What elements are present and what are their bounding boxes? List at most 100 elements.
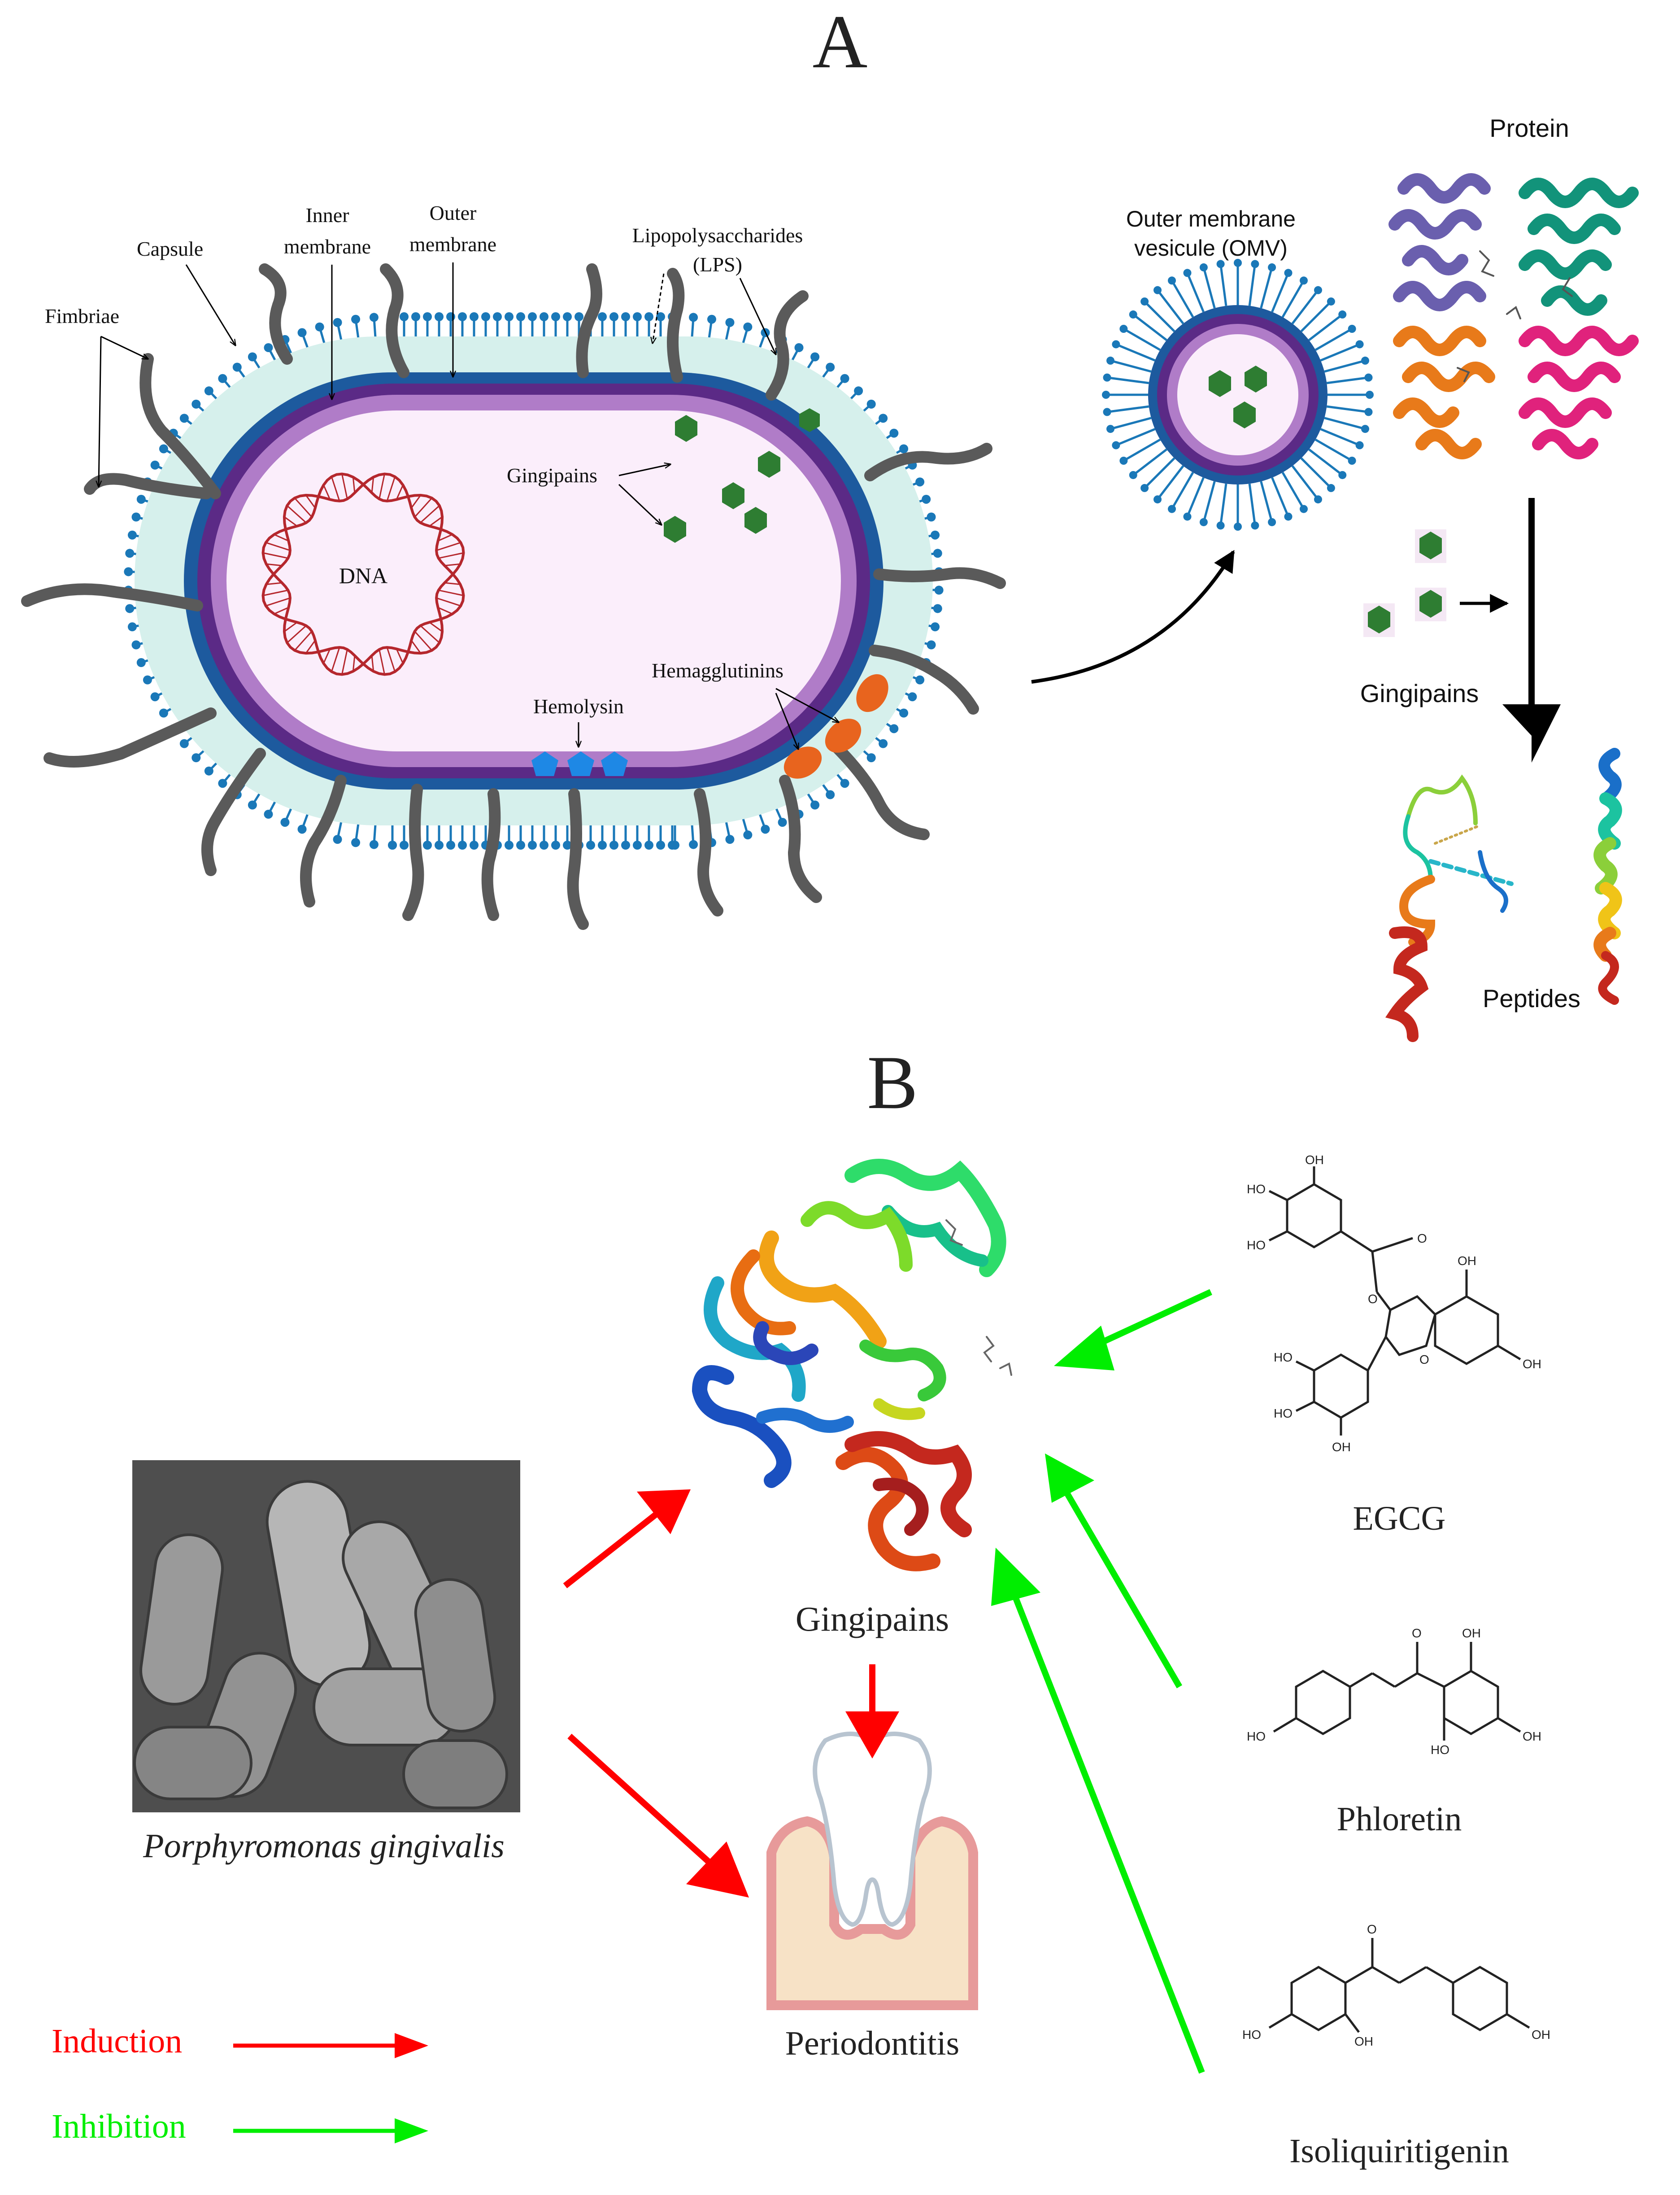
hemagglutinin-ellipse <box>783 746 822 779</box>
omv-bead <box>1153 286 1162 294</box>
lps-bead <box>505 841 514 850</box>
omv-bead <box>1216 521 1225 530</box>
legend-inhibition-arrowhead <box>395 2118 428 2143</box>
omv-bead <box>1140 484 1149 492</box>
gingipains-cluster-right <box>1363 529 1446 637</box>
omv-bead <box>1268 518 1276 526</box>
atom-label: HO <box>1274 1350 1293 1364</box>
dna-rung <box>436 597 461 607</box>
omv-bristle <box>1248 483 1256 524</box>
ribbon <box>704 1276 806 1402</box>
omv-bead <box>1338 471 1347 479</box>
dna-label: DNA <box>339 563 387 588</box>
lps-bead <box>333 318 342 327</box>
egcg-atoms: OH HO HO O O OH OH O HO HO OH <box>1247 1153 1541 1454</box>
panel-a-annotations: Fimbriae Capsule Inner membrane Outer me… <box>45 201 803 718</box>
lps-bead <box>563 312 572 321</box>
dna-rung <box>323 648 331 664</box>
ribbon-helix <box>1393 281 1486 311</box>
omv-bristle <box>1203 481 1216 521</box>
lps-bead <box>933 604 942 613</box>
omv-bristle <box>1281 281 1304 318</box>
omv-bead <box>1140 297 1149 306</box>
lps-bead <box>931 530 940 540</box>
dna-rung <box>420 625 440 644</box>
ring <box>1295 1670 1351 1735</box>
lps-bead <box>136 494 146 504</box>
tooth-icon <box>766 1732 978 2010</box>
bond <box>1295 1401 1315 1412</box>
omv-bead <box>1327 297 1335 306</box>
omv-bristle <box>1187 274 1205 313</box>
atom-label: OH <box>1458 1254 1476 1268</box>
omv-bristle <box>1134 314 1167 341</box>
omv-bead <box>1112 340 1120 349</box>
hemagglutinin-molecules <box>783 674 888 779</box>
label-protein: Protein <box>1489 114 1569 142</box>
label-periodontitis: Periodontitis <box>785 2025 959 2062</box>
fimbria <box>402 784 424 921</box>
phloretin-to-gingipains-arrow <box>1064 1492 1183 1689</box>
lps-bead <box>644 312 653 321</box>
omv-bead <box>1129 471 1137 479</box>
lps-bead <box>933 549 942 558</box>
omv-bead <box>1199 263 1208 272</box>
lps-bead <box>264 343 273 352</box>
bacterium-rod <box>414 1578 496 1733</box>
ribbon-helix <box>1519 249 1612 280</box>
omv-bead <box>1119 325 1128 333</box>
omv-bristle <box>1271 477 1289 515</box>
lps-bead <box>899 708 909 718</box>
atom-label: O <box>1368 1292 1378 1306</box>
lps-bead <box>826 362 835 372</box>
legend: Induction Inhibition <box>52 2022 428 2145</box>
egcg-to-gingipains-arrowhead <box>1054 1326 1114 1370</box>
lps-bead <box>143 675 152 685</box>
omv-bead <box>1153 495 1162 504</box>
omv-bead <box>1361 425 1369 433</box>
lps-bead <box>192 399 201 409</box>
lps-bead <box>633 841 642 850</box>
omv-bead <box>1103 408 1111 416</box>
peptide-structure-2 <box>1593 748 1622 1005</box>
lps-bead <box>159 444 168 454</box>
fimbria <box>139 353 221 499</box>
dna-rung <box>414 631 433 651</box>
pointer-gingipains-2 <box>618 484 662 525</box>
omv-bristle <box>1308 448 1342 475</box>
lps-bead <box>656 312 665 321</box>
omv-bristle <box>1324 360 1364 373</box>
omv-bristle <box>1281 471 1304 508</box>
bond <box>1345 1966 1373 1984</box>
lps-bead <box>297 825 307 834</box>
lps-bead <box>609 841 618 850</box>
omv-bristle <box>1203 269 1216 309</box>
dna-rung <box>429 621 443 633</box>
atom-label: HO <box>1247 1182 1266 1196</box>
bacterium-rod <box>139 1533 224 1706</box>
lps-bead <box>689 840 698 849</box>
dna-rung <box>274 534 289 542</box>
fimbria <box>567 788 589 930</box>
omv-bristle <box>1112 360 1152 373</box>
omv-bead <box>1183 269 1192 277</box>
lps-bead <box>866 753 876 763</box>
omv-bead <box>1364 373 1373 382</box>
label-phloretin: Phloretin <box>1337 1800 1462 1838</box>
lps-bead <box>609 312 618 321</box>
ribbon-helix <box>1393 326 1486 356</box>
lps-bead <box>192 753 201 763</box>
bond <box>1268 1230 1288 1242</box>
fimbria <box>667 268 685 383</box>
lps-bead <box>400 841 409 850</box>
ribbon <box>731 1249 796 1335</box>
omv-bristle <box>1320 428 1358 446</box>
dna-rung <box>266 563 282 567</box>
gingipains-to-periodontitis-arrowhead <box>845 1711 899 1759</box>
peptide-helix <box>1593 837 1618 895</box>
fimbria <box>576 263 602 378</box>
fimbria <box>873 567 1006 589</box>
lps-bead <box>778 818 787 827</box>
bacterium-cell: DNA <box>21 263 1006 930</box>
lps-bead <box>435 841 444 850</box>
